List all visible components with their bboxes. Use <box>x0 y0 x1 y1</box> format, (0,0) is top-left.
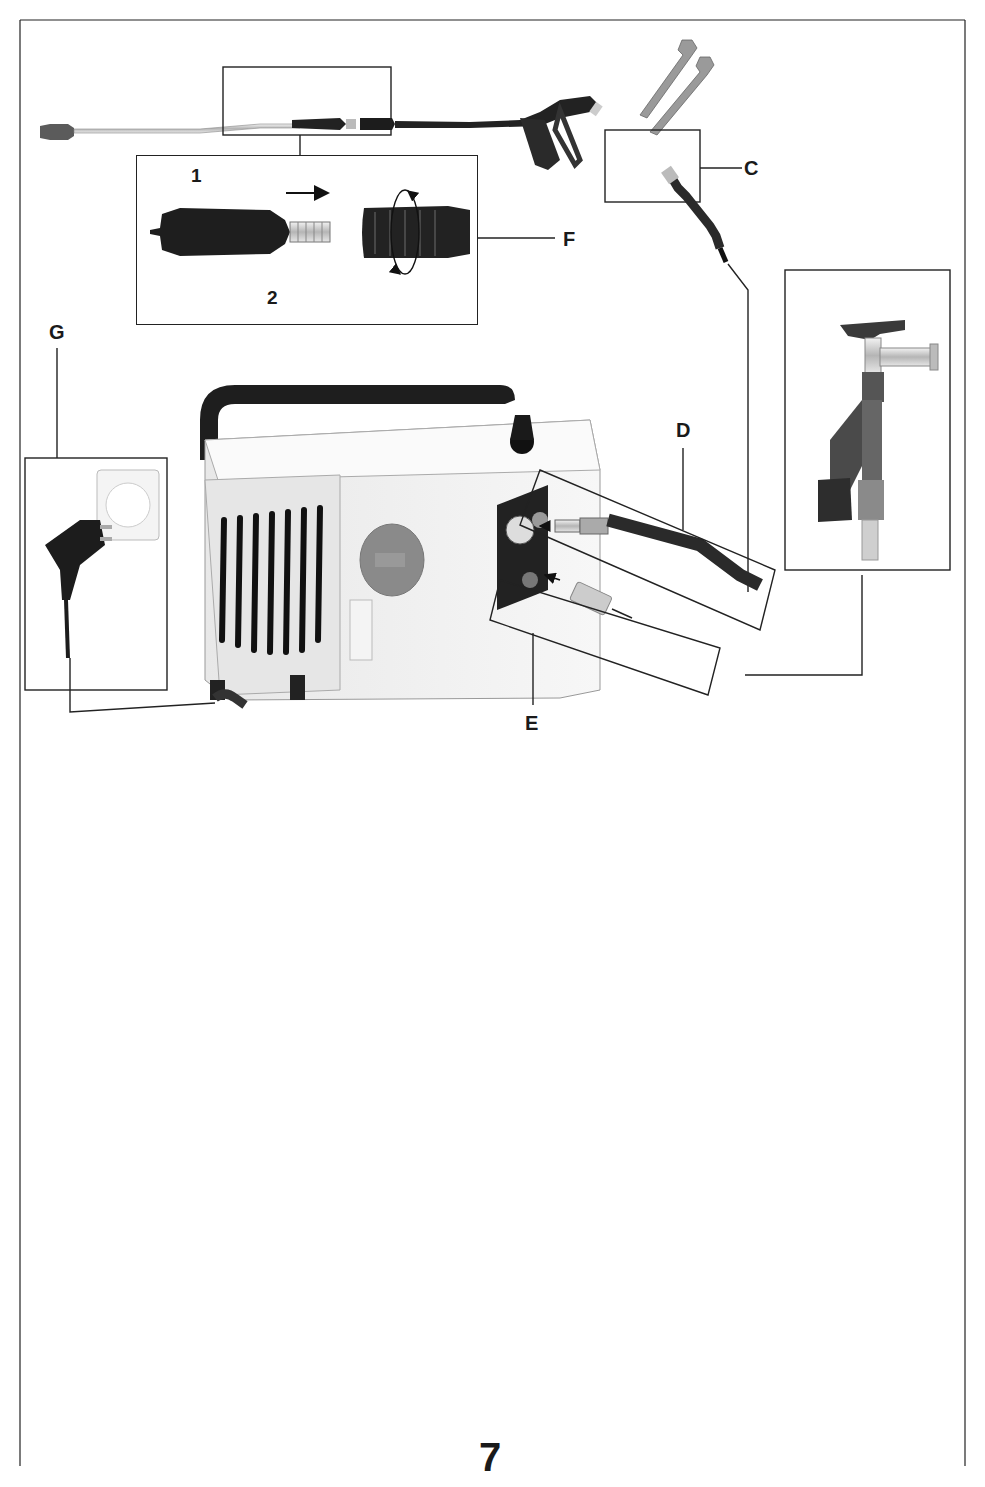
callout-letter: E <box>525 713 538 733</box>
water-tap <box>818 320 938 560</box>
callout-number: 2 <box>267 288 278 307</box>
high-pressure-hose <box>661 166 748 592</box>
spray-lance <box>40 96 603 170</box>
detail-inset-box: 12 <box>136 155 478 325</box>
page-number: 7 <box>479 1437 501 1477</box>
pressure-washer-unit <box>200 385 760 705</box>
callout-letter: G <box>49 322 65 342</box>
callout-number: 1 <box>191 166 202 185</box>
callout-letter: F <box>563 229 575 249</box>
plug-and-socket <box>45 470 159 658</box>
callout-letter: D <box>676 420 690 440</box>
coupling-detail <box>150 190 470 274</box>
wrenches <box>640 40 714 135</box>
callout-letter: C <box>744 158 758 178</box>
